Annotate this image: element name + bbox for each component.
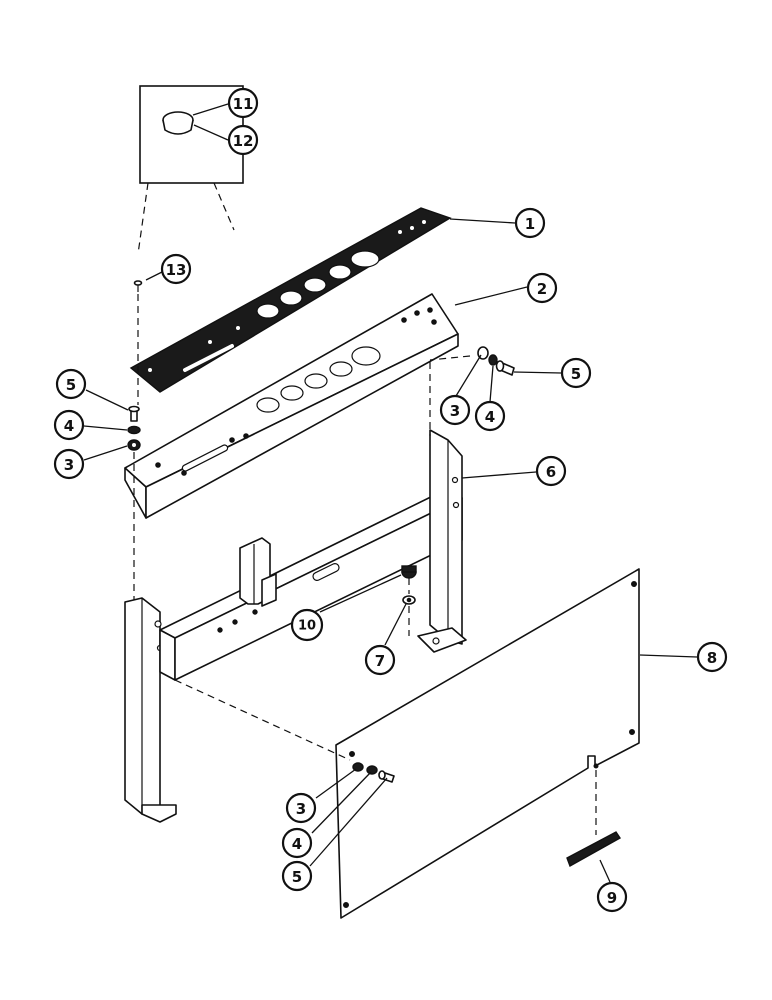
fastener-group-left [127,405,141,451]
callout-11: 11 [227,87,259,119]
callout-7: 7 [364,644,396,676]
top-panel-part-1 [129,207,452,393]
side-panel-part-8 [335,568,640,919]
fastener-group-panel [352,762,395,783]
nut-washer-7-10 [401,565,417,605]
svg-text:5: 5 [292,868,302,886]
callout-5-left: 5 [55,368,87,400]
svg-text:4: 4 [292,835,302,853]
fastener-group-right-top [477,346,515,376]
callout-3-left: 3 [53,448,85,480]
svg-text:9: 9 [607,889,617,907]
trim-strip-part-9 [566,831,622,868]
svg-text:2: 2 [537,280,547,298]
callout-9: 9 [596,881,628,913]
angle-bracket-part-2 [124,293,459,519]
inset-detail-box [137,85,244,255]
leader-lines [83,103,698,883]
svg-text:1: 1 [525,215,535,233]
callout-8: 8 [696,641,728,673]
callout-2: 2 [526,272,558,304]
svg-text:13: 13 [166,261,187,279]
callout-1: 1 [514,207,546,239]
svg-text:10: 10 [298,619,316,634]
callout-10: 10 [290,608,324,642]
frame-part-6 [124,429,467,823]
screw-part-13 [133,280,143,292]
callout-5-right: 5 [560,357,592,389]
callout-4-left: 4 [53,409,85,441]
svg-text:4: 4 [64,417,74,435]
svg-text:6: 6 [546,463,556,481]
svg-text:3: 3 [296,800,306,818]
svg-text:11: 11 [233,95,254,113]
svg-text:12: 12 [233,132,254,150]
callout-4-bottom: 4 [281,827,313,859]
callout-3-right: 3 [439,394,471,426]
svg-text:7: 7 [375,652,385,670]
cap-part-12 [162,119,194,135]
callout-13: 13 [160,253,192,285]
svg-text:3: 3 [450,402,460,420]
svg-text:8: 8 [707,649,717,667]
svg-text:5: 5 [66,376,76,394]
callout-6: 6 [535,455,567,487]
svg-text:3: 3 [64,456,74,474]
callout-4-right: 4 [474,400,506,432]
callout-5-bottom: 5 [281,860,313,892]
svg-text:4: 4 [485,408,495,426]
callout-12: 12 [227,124,259,156]
alignment-lines [133,294,597,835]
svg-text:5: 5 [571,365,581,383]
callout-3-bottom: 3 [285,792,317,824]
